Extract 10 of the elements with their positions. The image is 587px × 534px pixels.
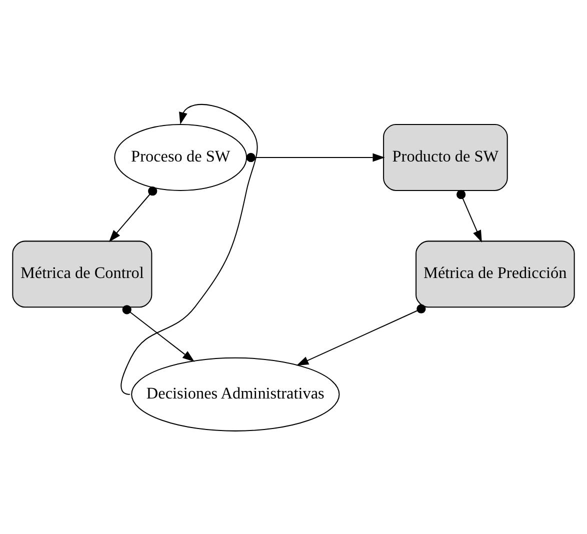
node-box: Producto de SW [383,123,508,190]
arrow [122,304,195,362]
node-ellipse: Proceso de SW [114,123,248,190]
node-box: Métrica de Control [12,240,152,308]
node-box: Métrica de Predicción [416,240,575,308]
arrow [296,304,426,366]
arrow [120,104,258,394]
arrow [108,186,158,242]
arrow [246,152,385,162]
arrow [456,189,482,242]
